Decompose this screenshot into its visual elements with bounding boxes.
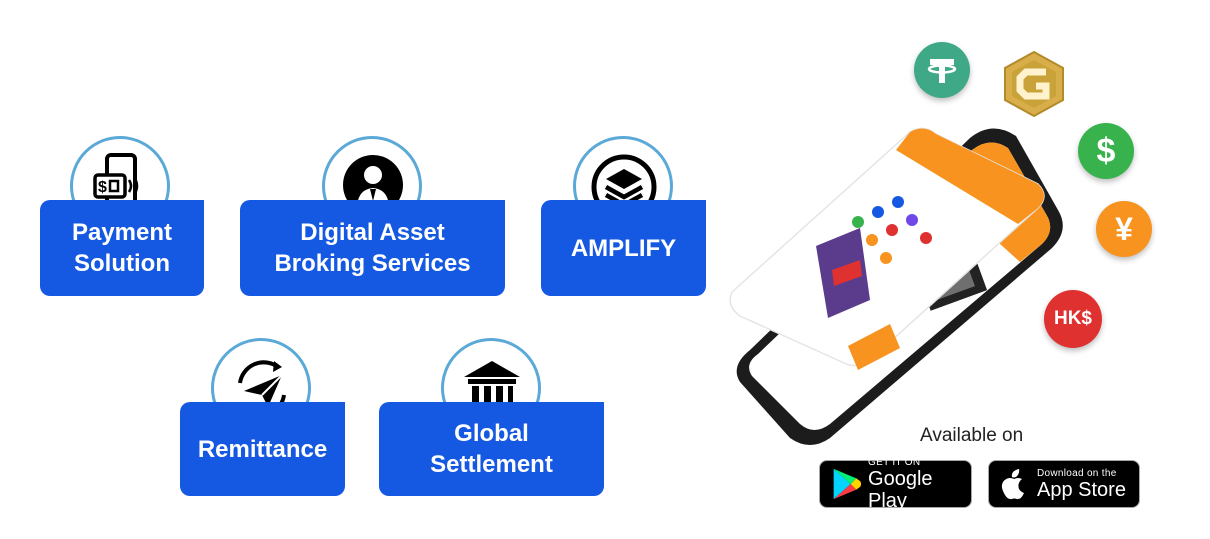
svg-text:$: $ [98, 179, 107, 196]
remittance-card: Remittance [180, 402, 345, 496]
google-play-bottom-text: Google Play [868, 467, 933, 512]
service-global-settlement[interactable]: Global Settlement [379, 338, 604, 496]
tether-coin-icon [914, 42, 970, 98]
service-label-line: Payment [71, 219, 173, 246]
service-label-line: Global [454, 420, 529, 447]
google-play-top-text: GET IT ON [868, 456, 921, 468]
gold-token-icon [1000, 50, 1068, 118]
service-label-line: Digital Asset [300, 219, 445, 246]
hkd-coin-icon: HK$ [1044, 290, 1102, 348]
apple-icon [1001, 469, 1024, 500]
service-label-line: AMPLIFY [570, 234, 677, 262]
service-label-line: Broking Services [274, 250, 471, 277]
google-play-icon [833, 468, 862, 500]
service-label-line: Solution [74, 250, 170, 277]
google-play-badge[interactable]: GET IT ON Google Play [819, 456, 972, 512]
digital-asset-broking-card: Digital Asset Broking Services [240, 200, 505, 296]
service-label-line: Settlement [430, 451, 553, 478]
service-digital-asset-broking[interactable]: Digital Asset Broking Services [240, 136, 505, 296]
payment-solution-card: Payment Solution [40, 200, 204, 296]
amplify-card: AMPLIFY [541, 200, 706, 296]
dollar-symbol: $ [1096, 131, 1116, 170]
app-store-bottom-text: App Store [1037, 478, 1126, 501]
dollar-coin-icon: $ [1078, 123, 1134, 179]
hkd-label: HK$ [1053, 308, 1092, 329]
app-store-badge[interactable]: Download on the App Store [988, 460, 1140, 508]
global-settlement-card: Global Settlement [379, 402, 604, 496]
phone-mockup-image [720, 120, 1080, 450]
app-store-top-text: Download on the [1037, 467, 1117, 479]
service-payment-solution[interactable]: $ Payment Solution [40, 136, 204, 296]
service-amplify[interactable]: AMPLIFY [541, 136, 706, 296]
service-remittance[interactable]: Remittance [180, 338, 345, 496]
available-on-label: Available on [920, 425, 1024, 446]
yen-coin-icon: ¥ [1096, 201, 1152, 257]
service-label-line: Remittance [197, 435, 328, 463]
yen-symbol: ¥ [1115, 210, 1133, 247]
